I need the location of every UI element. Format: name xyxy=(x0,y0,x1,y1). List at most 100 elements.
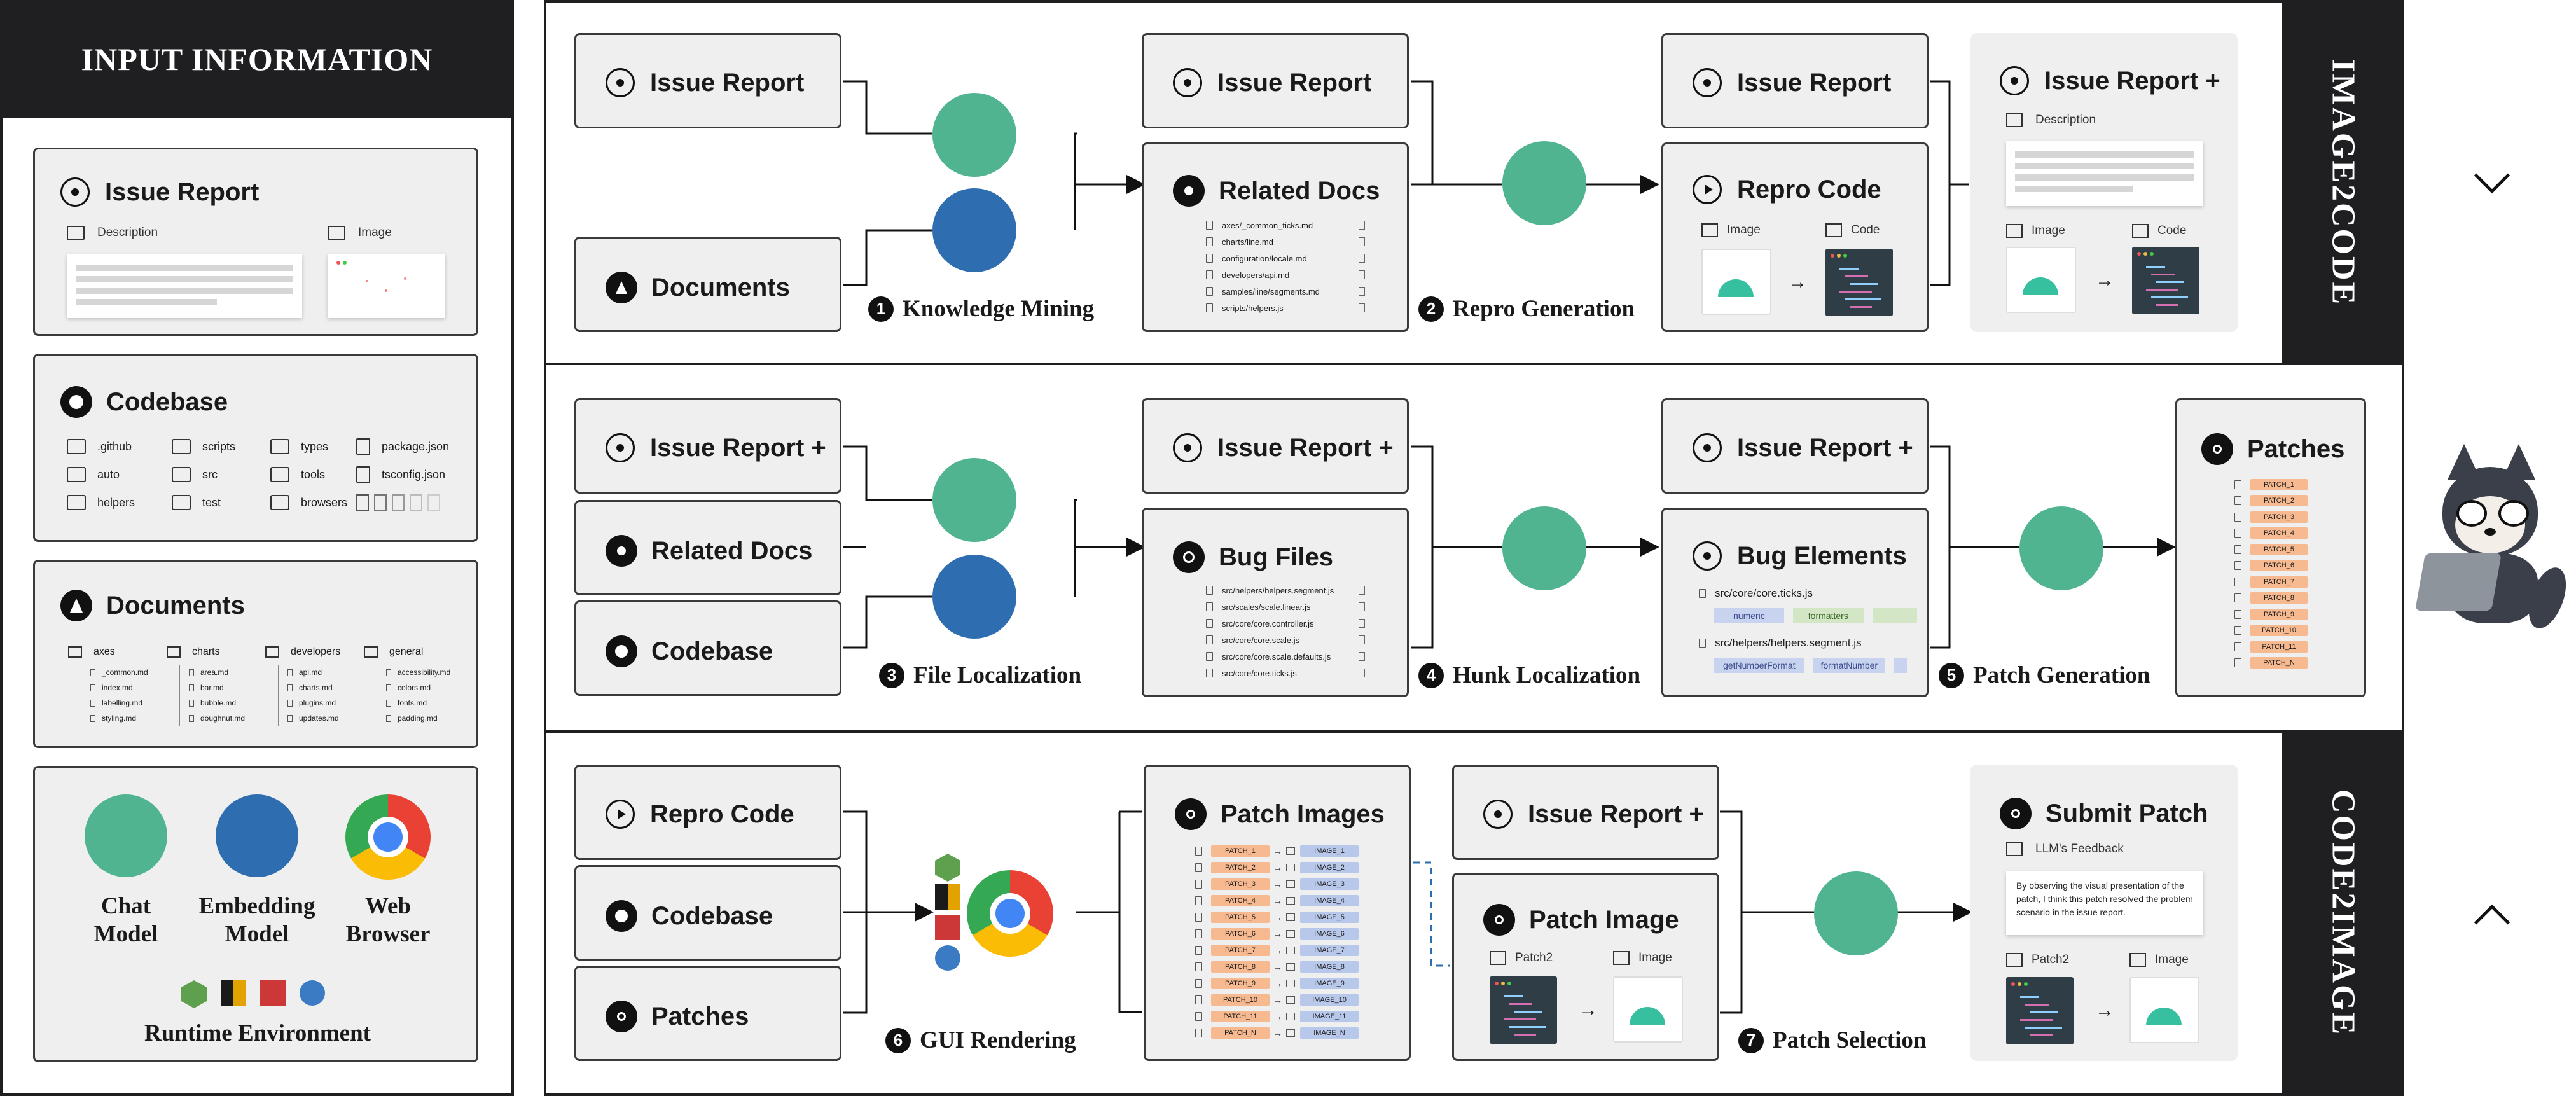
file-icon xyxy=(1206,669,1213,677)
code-thumbnail xyxy=(1490,976,1557,1044)
file-icon xyxy=(2234,577,2241,586)
r1-image-label-2: Image xyxy=(2032,224,2065,237)
bookmark-icon xyxy=(1359,221,1365,230)
r2-bug-files-label: Bug Files xyxy=(1219,543,1334,571)
r1-repro-code: Repro Code Image Code → xyxy=(1661,142,1929,332)
doc-group-header: charts xyxy=(167,643,262,661)
doc-file: labelling.md xyxy=(90,695,163,711)
r3-patch-image: Patch Image Patch2 Image → xyxy=(1452,873,1719,1061)
image-chip: IMAGE_1 xyxy=(1300,845,1359,857)
r1-code-label-2: Code xyxy=(2157,224,2187,237)
embedding-model-icon xyxy=(932,555,1016,639)
image-icon xyxy=(1286,996,1295,1004)
r1-issue-report-plus-label: Issue Report + xyxy=(2044,66,2220,95)
doc-file-name: accessibility.md xyxy=(398,668,451,677)
arrow-icon: → xyxy=(1273,896,1282,906)
r2-issue-report-plus-3-label: Issue Report + xyxy=(1737,433,1913,462)
doc-group-header: general xyxy=(364,643,459,661)
folder-icon xyxy=(172,495,191,510)
folder-icon xyxy=(364,646,378,658)
image-icon xyxy=(2129,953,2146,967)
r1-related-docs-label: Related Docs xyxy=(1219,176,1380,205)
image-thumbnail xyxy=(1701,249,1771,315)
image2code-tab-label: IMAGE2CODE xyxy=(2325,59,2362,307)
file-icon xyxy=(1206,652,1213,661)
terminal-icon xyxy=(1825,223,1842,237)
codebase-item: .github xyxy=(97,440,132,453)
step6-text: GUI Rendering xyxy=(920,1027,1076,1053)
image-chip: IMAGE_9 xyxy=(1300,978,1359,989)
step1-text: Knowledge Mining xyxy=(903,296,1095,322)
folder-icon xyxy=(265,646,279,658)
code-thumbnail xyxy=(2006,977,2074,1044)
issue-icon xyxy=(1693,433,1722,462)
file-icon xyxy=(1195,946,1202,955)
embedding-model-icon xyxy=(216,794,298,877)
image-chip: IMAGE_4 xyxy=(1300,895,1359,906)
codebase-item: tsconfig.json xyxy=(382,468,446,481)
bug-file-name: src/core/core.controller.js xyxy=(1222,618,1314,628)
file-icon xyxy=(1195,913,1202,922)
arrow-icon: → xyxy=(2095,1000,2114,1021)
patch-image-row: PATCH_4→IMAGE_4 xyxy=(1195,892,1386,909)
collapse-chevron-icon[interactable] xyxy=(2474,904,2510,941)
code-thumbnail xyxy=(2132,247,2199,314)
r3-image-label: Image xyxy=(1638,951,1672,964)
bookmark-icon xyxy=(1206,221,1213,230)
patch-image-row: PATCH_2→IMAGE_2 xyxy=(1195,859,1386,876)
chat-model-icon xyxy=(932,458,1016,542)
file-icon xyxy=(2234,609,2241,619)
codebase-item: helpers xyxy=(97,496,135,509)
patch-row: PATCH_2 xyxy=(2234,493,2311,510)
bug-search-icon xyxy=(1173,541,1205,573)
r3-repro-code-label: Repro Code xyxy=(650,800,794,828)
doc-file-name: bubble.md xyxy=(200,698,237,707)
patch-chip: PATCH_11 xyxy=(2250,641,2308,653)
r3-submit-patch-card: Submit Patch LLM's Feedback By observing… xyxy=(1970,765,2238,1061)
patch-chip: PATCH_4 xyxy=(2250,527,2308,539)
doc-file: styling.md xyxy=(90,711,163,726)
file-icon xyxy=(1195,1029,1202,1037)
arrow-icon: → xyxy=(2095,270,2114,291)
bookmark-icon xyxy=(386,714,391,722)
code2image-tab: CODE2IMAGE xyxy=(2282,730,2404,1096)
codebase-grid: .github scripts types package.json auto … xyxy=(67,438,461,511)
expand-chevron-icon[interactable] xyxy=(2474,157,2510,194)
patch-image-row: PATCH_3→IMAGE_3 xyxy=(1195,876,1386,892)
image-icon xyxy=(328,226,345,240)
r3-submit-patch-label: Submit Patch xyxy=(2046,799,2208,828)
file-icon xyxy=(427,494,440,511)
arrow-icon: → xyxy=(1273,912,1282,922)
patch-row: PATCH_1 xyxy=(2234,476,2311,493)
file-icon xyxy=(1359,602,1365,611)
runtime-icons xyxy=(181,980,325,1008)
image-chip: IMAGE_10 xyxy=(1300,994,1359,1006)
github-icon xyxy=(606,900,637,932)
description-preview xyxy=(2006,141,2203,206)
arrow-icon: → xyxy=(1273,1011,1282,1022)
chat-model-icon xyxy=(2019,506,2103,590)
file-icon xyxy=(1195,896,1202,905)
file-icon xyxy=(356,466,370,483)
patch-row: PATCH_10 xyxy=(2234,623,2311,639)
doc-file-name: styling.md xyxy=(102,714,137,723)
related-doc-row: scripts/helpers.js xyxy=(1206,300,1365,316)
r1-repro-code-label: Repro Code xyxy=(1737,175,1881,204)
folder-icon xyxy=(67,439,86,454)
patch-image-row: PATCH_9→IMAGE_9 xyxy=(1195,975,1386,992)
patch-row: PATCH_11 xyxy=(2234,639,2311,655)
r1-issue-report-plus-card: Issue Report + Description Image Code → xyxy=(1970,33,2238,332)
r2-related-docs: Related Docs xyxy=(574,500,841,595)
image-chip: IMAGE_5 xyxy=(1300,912,1359,923)
image-chip: IMAGE_3 xyxy=(1300,878,1359,890)
bookmark-icon xyxy=(90,699,95,707)
folder-icon xyxy=(68,646,82,658)
